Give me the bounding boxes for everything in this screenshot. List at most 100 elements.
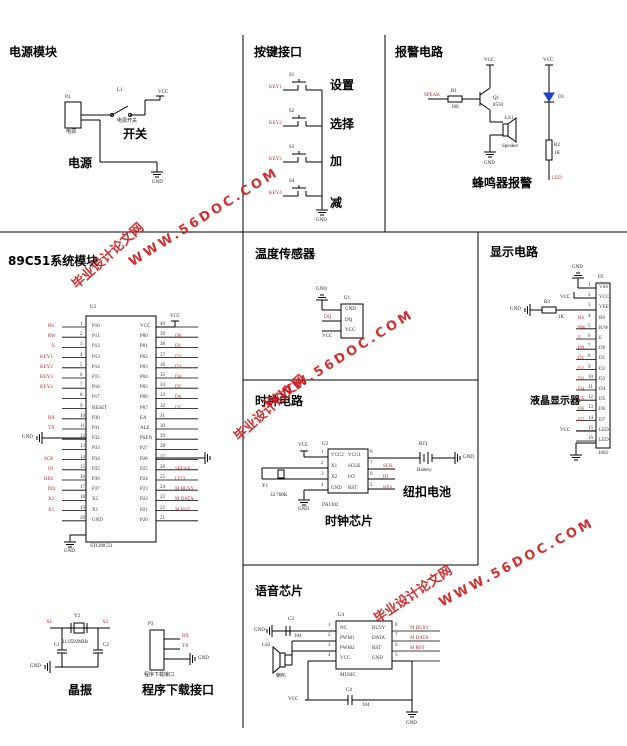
mcu-left-net: E [52, 344, 56, 350]
mcu-right-pin-number: 27 [160, 454, 165, 460]
mcu-right-net: D0 [175, 334, 182, 340]
lcd-pin-net: D1 [578, 356, 585, 362]
prog-rx-net: RX [182, 634, 189, 639]
rtc-right-pin-name: VCC1 [348, 453, 361, 458]
lcd-pin-net: E [578, 336, 582, 341]
lcd-pin-number: 12 [588, 395, 593, 401]
mcu-left-net: RES [44, 477, 54, 482]
mcu-left-pin-number: 6 [80, 373, 83, 378]
rtc-body [327, 448, 369, 494]
lcd-pin-number: 9 [588, 364, 591, 370]
mcu-left-pin-number: 7 [80, 383, 83, 389]
crystal-gnd-label: GND [30, 664, 41, 669]
mcu-right-pin-number: 37 [160, 352, 165, 358]
rtc-xtal-ref: Y1 [262, 484, 269, 489]
lcd-pin-net: D7 [578, 417, 585, 423]
mcu-left-pin-number: 5 [80, 362, 83, 368]
key-label-down: 减 [330, 196, 343, 210]
crystal-caption: 晶振 [68, 683, 93, 697]
mcu-left-net: X2 [48, 497, 55, 503]
mcu-right-pin-number: 39 [160, 332, 165, 338]
mcu-left-net: TX [48, 426, 55, 431]
mcu-left-pin-name: X1 [92, 507, 99, 513]
alarm-q1-value: 8550 [493, 103, 503, 108]
alarm-r2-value: 1K [554, 151, 561, 156]
lcd-gnd-label: GND [572, 265, 583, 270]
voice-ref: U4 [338, 613, 345, 618]
crystal-x2-net: X2 [102, 620, 109, 625]
lcd-vcc-label: VCC [560, 295, 571, 300]
mcu-part: STC89C51 [90, 544, 113, 549]
voice-left-pin-name: PWM1 [340, 636, 355, 641]
voice-right-pin-number: 6 [395, 643, 398, 648]
lcd-pin-number: 5 [588, 323, 591, 329]
mcu-left-net: RW [48, 334, 56, 340]
alarm-gnd-label: GND [484, 161, 495, 166]
alarm-q1-ref: Q1 [493, 96, 500, 101]
mcu-left-pin-name: P14 [92, 364, 100, 370]
voice-left-pin-number: 3 [328, 643, 331, 648]
mcu-left-net: X1 [48, 507, 55, 513]
alarm-r2-ref: R2 [554, 143, 560, 148]
keys-gnd-label: GND [316, 218, 327, 223]
alarm-speaker-name: Speaker [502, 144, 519, 149]
prog-caption: 程序下载接口 [142, 683, 215, 697]
voice-section-title: 语音芯片 [255, 584, 304, 598]
mcu-right-pin-name: P20 [140, 517, 148, 523]
battery-caption: 纽扣电池 [403, 485, 452, 499]
mcu-left-pin-name: P37 [92, 487, 100, 493]
voice-c4-value: 104 [362, 703, 370, 708]
lcd-pin-name: VSS [599, 285, 609, 290]
voice-c4-ref: C4 [346, 688, 352, 693]
mcu-right-pin-name: P06 [140, 395, 148, 401]
lcd-part: 1602 [598, 451, 608, 456]
alarm-speaker-ref: LS1 [505, 116, 514, 121]
mcu-left-net: DQ [48, 487, 56, 493]
mcu-right-pin-number: 25 [160, 475, 165, 480]
key-row-2 [283, 115, 322, 127]
mcu-left-pin-name: P11 [92, 334, 100, 340]
mcu-left-pin-number: 8 [80, 393, 83, 399]
key-net-2: KEY2 [269, 121, 282, 126]
mcu-left-pin-number: 10 [80, 413, 85, 419]
mcu-right-pin-number: 34 [160, 383, 165, 389]
alarm-section-title: 报警电路 [395, 45, 444, 59]
crystal-x1-net: X1 [46, 620, 53, 625]
mcu-right-pin-number: 21 [160, 515, 165, 521]
mcu-right-net: D5 [175, 385, 182, 391]
lcd-pin-number: 10 [588, 374, 593, 380]
rtc-left-pin-name: X2 [331, 475, 338, 480]
rtc-left-pin-number: 1 [321, 450, 324, 455]
rtc-right-net: SCK [383, 464, 393, 469]
lcd-pin-net: D3 [578, 376, 585, 382]
mcu-left-pin-number: 19 [80, 505, 85, 511]
mcu-left-pin-name: P15 [92, 375, 100, 380]
switch-label: 开关 [123, 127, 148, 141]
mcu-left-net: KEY4 [40, 385, 53, 391]
mcu-right-net: M BUSY [175, 487, 195, 493]
lcd-pin-number: 14 [588, 415, 593, 421]
prog-tx-net: TX [182, 644, 189, 649]
lcd-pin-name: D6 [599, 407, 606, 413]
mcu-right-net: D2 [175, 354, 182, 360]
mcu-left-net: IO [48, 466, 54, 472]
mcu-left-pin-number: 20 [80, 515, 85, 521]
voice-left-pin-name: VCC [340, 656, 351, 661]
rtc-gnd-label: GND [298, 507, 309, 512]
mcu-right-pin-number: 33 [160, 393, 165, 399]
key-label-select: 选择 [330, 117, 355, 131]
rtc-right-net: IO [383, 475, 389, 480]
key-ref-1: S1 [289, 73, 295, 78]
mcu-left-pin-number: 14 [80, 454, 85, 460]
power-gnd-label: GND [152, 180, 163, 185]
rtc-left-pin-number: 2 [321, 461, 324, 466]
voice-right-pin-number: 5 [395, 653, 398, 658]
mcu-right-pin-number: 32 [160, 403, 165, 409]
mcu-left-pin-number: 9 [80, 403, 83, 409]
voice-left-pin-name: PWM2 [340, 646, 355, 651]
mcu-right-pin-name: P00 [140, 334, 148, 340]
voice-c3-ref: C3 [288, 617, 294, 622]
mcu-right-pin-number: 26 [160, 464, 165, 470]
lcd-pin-name: R/W [599, 325, 609, 331]
crystal-value: 11.0592MHz [62, 640, 89, 645]
